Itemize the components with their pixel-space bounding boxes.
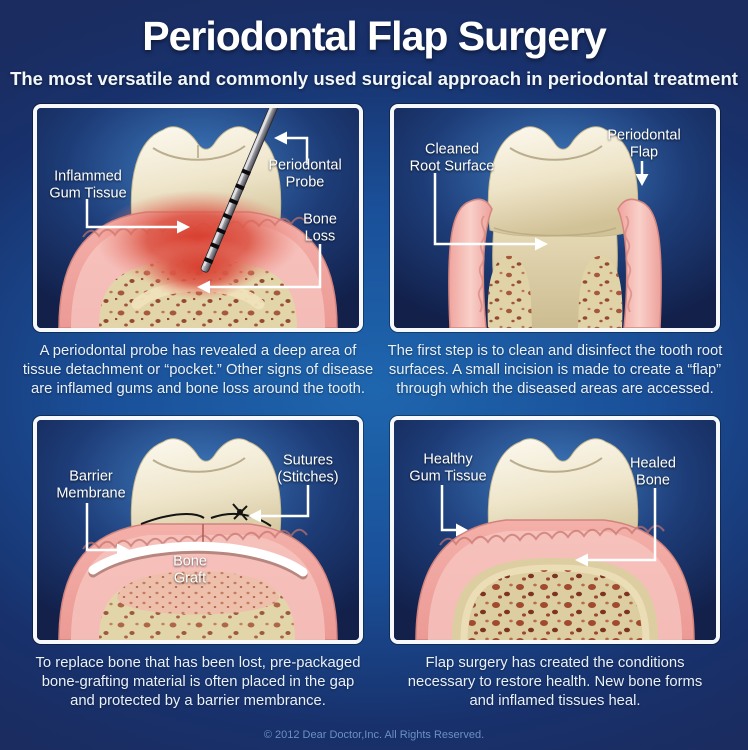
poster-footer: © 2012 Dear Doctor,Inc. All Rights Reser…: [0, 729, 748, 741]
tooth-graft-illustration: [37, 420, 359, 640]
bone-ridges: [487, 255, 623, 328]
tooth-probe-illustration: [37, 108, 359, 328]
callout-arrows: [440, 485, 657, 562]
panel-flap: Cleaned Root Surface Periodontal Flap: [390, 104, 720, 332]
poster-header: Periodontal Flap Surgery The most versat…: [0, 0, 748, 90]
panel-healed: Healthy Gum Tissue Healed Bone: [390, 416, 720, 644]
callout-arrows: [85, 485, 310, 552]
copyright-text: © 2012 Dear Doctor,Inc. All Rights Reser…: [263, 729, 485, 741]
panel-section-graft: Barrier Membrane Sutures (Stitches) Bone…: [33, 416, 363, 728]
page-subtitle: The most versatile and commonly used sur…: [10, 68, 738, 89]
panel-graft: Barrier Membrane Sutures (Stitches) Bone…: [33, 416, 363, 644]
panel-section-healed: Healthy Gum Tissue Healed Bone Flap surg…: [390, 416, 720, 728]
caption-healed: Flap surgery has created the conditions …: [407, 655, 703, 710]
label-barrier-membrane: Barrier Membrane: [56, 468, 126, 501]
caption-probe: A periodontal probe has revealed a deep …: [22, 343, 374, 398]
caption-flap: The first step is to clean and disinfect…: [387, 343, 723, 398]
callout-arrowheads: [177, 131, 287, 294]
label-bone-loss: Bone Loss: [303, 211, 337, 244]
panel-probe: Inflammed Gum Tissue Periodontal Probe B…: [33, 104, 363, 332]
healed-bone: [452, 558, 658, 640]
panel-grid: Inflammed Gum Tissue Periodontal Probe B…: [0, 90, 748, 728]
callout-arrowheads: [535, 174, 649, 251]
panel-section-flap: Cleaned Root Surface Periodontal Flap Th…: [388, 104, 722, 416]
callout-arrowheads: [456, 523, 588, 567]
label-healthy-gum-tissue: Healthy Gum Tissue: [409, 451, 487, 484]
label-periodontal-probe: Periodontal Probe: [268, 157, 342, 190]
tooth-healed-illustration: [394, 420, 716, 640]
probe-instrument: [200, 108, 279, 273]
tooth-flap-illustration: [394, 108, 716, 328]
callout-arrows: [85, 136, 322, 289]
bone-and-graft: [99, 571, 295, 640]
label-cleaned-root-surface: Cleaned Root Surface: [409, 141, 495, 174]
callout-arrows: [433, 161, 644, 246]
label-sutures: Sutures (Stitches): [277, 452, 339, 485]
caption-graft: To replace bone that has been lost, pre-…: [35, 655, 361, 710]
panel-section-probe: Inflammed Gum Tissue Periodontal Probe B…: [23, 104, 373, 416]
callout-arrowheads: [117, 509, 261, 557]
pocket-inflammation: [142, 236, 258, 300]
barrier-membrane: [88, 541, 308, 580]
label-healed-bone: Healed Bone: [630, 455, 676, 488]
gum-flaps: [448, 198, 662, 328]
suture-threads: [140, 503, 272, 527]
page-title: Periodontal Flap Surgery: [142, 13, 607, 59]
label-periodontal-flap: Periodontal Flap: [607, 127, 681, 160]
label-inflamed-gum-tissue: Inflammed Gum Tissue: [49, 168, 127, 201]
label-bone-graft: Bone Graft: [173, 553, 207, 586]
